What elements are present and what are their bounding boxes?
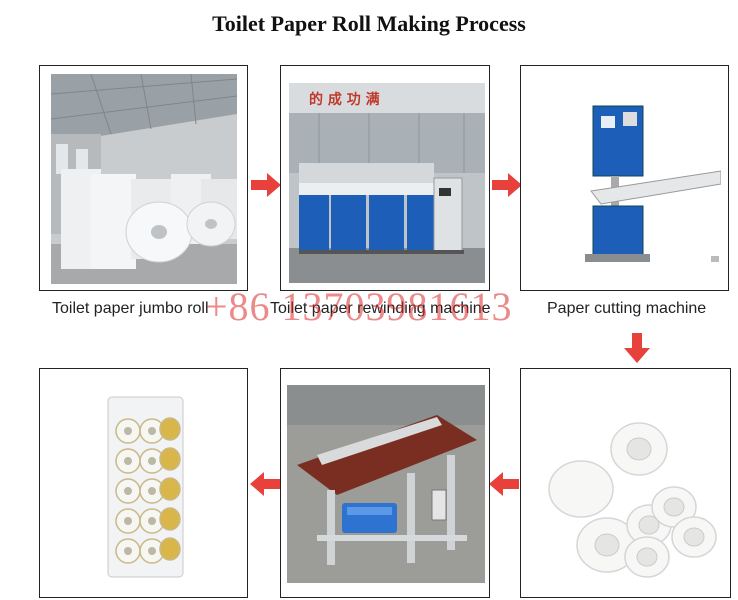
rewinding-machine-photo: 的 成 功 满 (289, 83, 485, 283)
packed-rolls-photo (107, 396, 184, 578)
jumbo-roll-photo (51, 74, 237, 284)
phone-watermark: +86 13703981613 (205, 284, 513, 329)
arrow-right-icon (251, 173, 281, 197)
step-label: Paper cutting machine (547, 300, 707, 317)
step-label: Toilet paper jumbo roll (52, 300, 209, 317)
step-jumbo-roll (39, 65, 248, 291)
step-rewinding-machine: 的 成 功 满 (280, 65, 490, 291)
page-title: Toilet Paper Roll Making Process (212, 11, 526, 36)
arrow-down-icon (624, 333, 650, 363)
step-cutting-machine (520, 65, 729, 291)
arrow-left-icon (250, 472, 280, 496)
cutting-machine-photo (531, 76, 721, 281)
step-packing-machine (280, 368, 490, 598)
step-cut-rolls (520, 368, 731, 598)
packing-machine-photo (287, 385, 485, 583)
arrow-left-icon (489, 472, 519, 496)
step-packed-rolls (39, 368, 248, 598)
arrow-right-icon (492, 173, 522, 197)
step-label: Toilet paper rewinding machine (270, 300, 491, 317)
machine-banner: 的 成 功 满 (309, 91, 380, 108)
cut-rolls-photo (529, 377, 724, 591)
